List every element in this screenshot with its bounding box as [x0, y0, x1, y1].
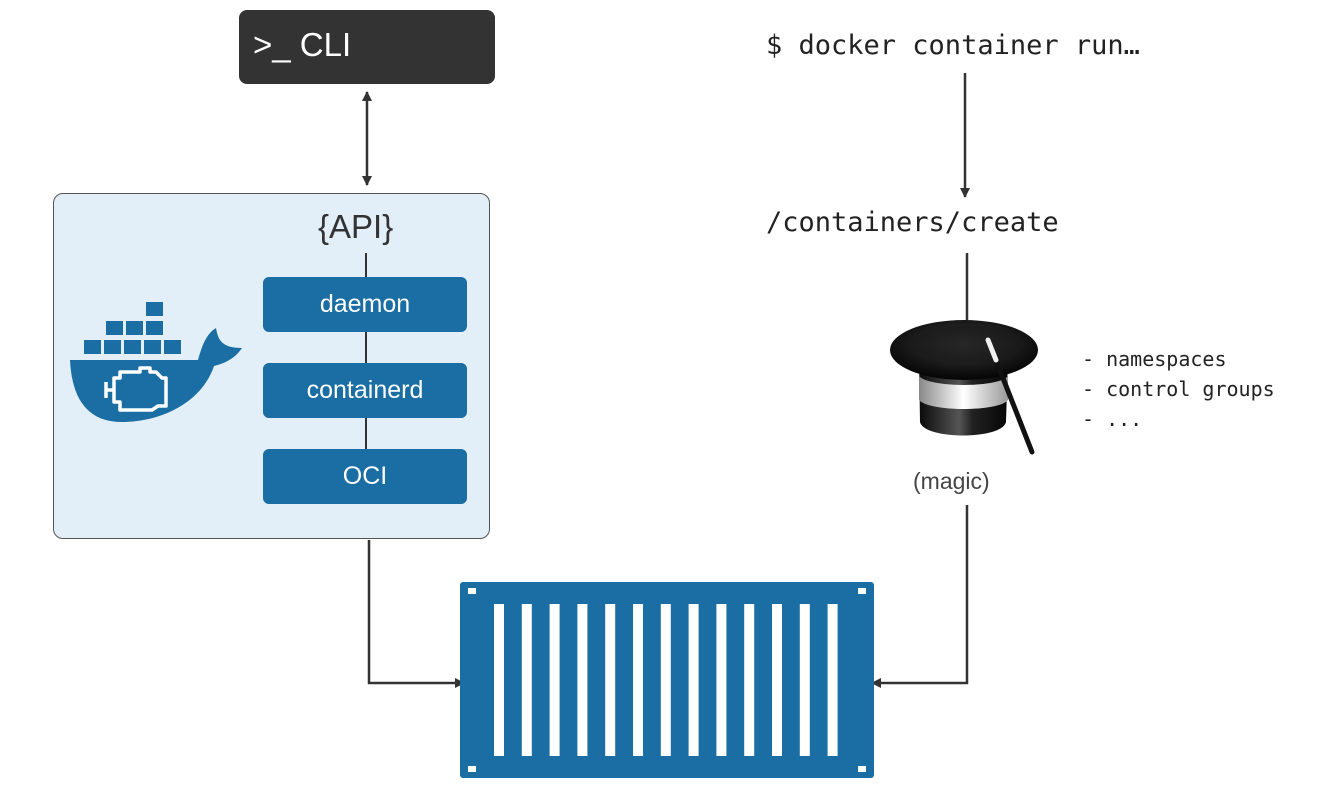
- container-rib: [660, 604, 671, 756]
- container-rib: [827, 604, 838, 756]
- container-rib: [772, 604, 782, 756]
- create-endpoint: /containers/create: [766, 207, 1059, 238]
- docker-whale-icon: [70, 302, 242, 422]
- container-rib: [633, 604, 643, 756]
- container-rib: [549, 604, 560, 756]
- container-rib: [688, 604, 699, 756]
- container-rib: [605, 604, 616, 756]
- container-rib: [577, 604, 588, 756]
- feature-more: - ...: [1082, 407, 1143, 431]
- shipping-container-icon: [460, 582, 874, 778]
- feature-control-groups: - control groups: [1082, 377, 1275, 401]
- magic-label: (magic): [913, 468, 990, 494]
- container-rib: [521, 604, 532, 756]
- engine-icon: [104, 366, 168, 412]
- api-label: {API}: [318, 208, 394, 245]
- layer-daemon: daemon: [263, 277, 467, 332]
- docker-run-command: $ docker container run…: [766, 30, 1140, 61]
- layer-oci: OCI: [263, 449, 467, 504]
- engine-container-arrow: [367, 540, 465, 688]
- feature-namespaces: - namespaces: [1082, 347, 1227, 371]
- container-rib: [494, 604, 504, 756]
- container-rib: [744, 604, 755, 756]
- cli-label: >_ CLI: [253, 26, 352, 63]
- container-rib: [799, 604, 810, 756]
- magic-container-arrow: [871, 505, 969, 688]
- cli-box: [239, 10, 495, 84]
- magic-hat-icon: [890, 320, 1038, 455]
- container-rib: [716, 604, 727, 756]
- layer-containerd: containerd: [263, 363, 467, 418]
